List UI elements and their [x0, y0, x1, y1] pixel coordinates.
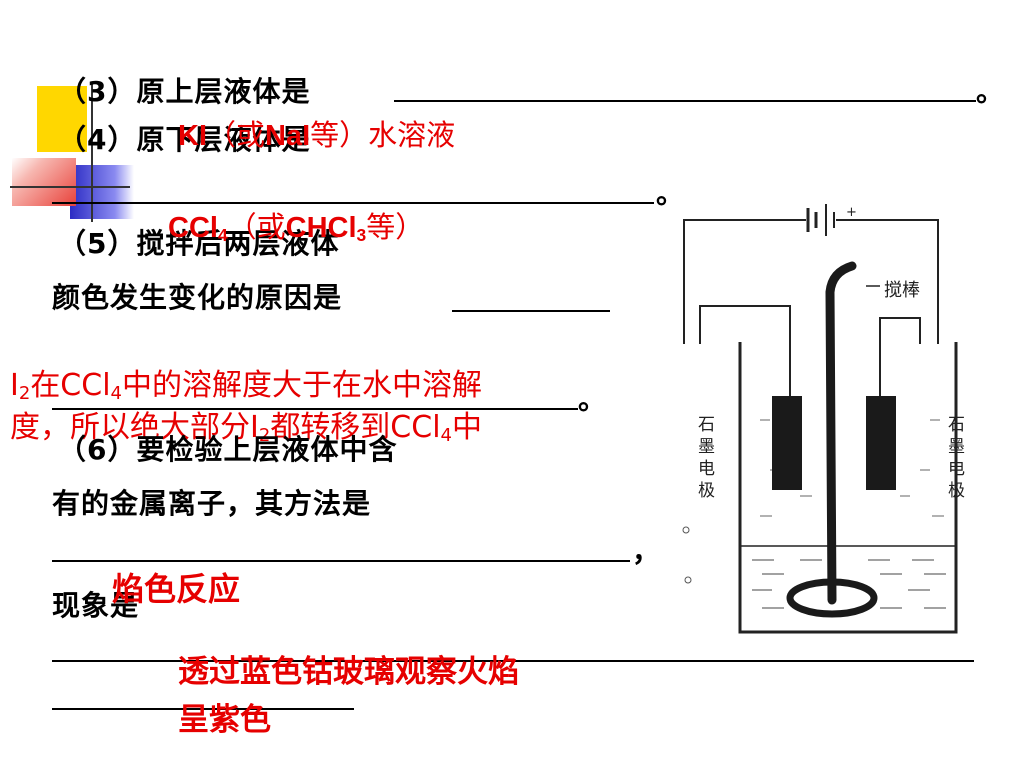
svg-text:电: 电 [948, 459, 965, 479]
q3-end: 。 [976, 75, 1006, 108]
answer-q5-line2: 度，所以绝大部分I2都转移到CCl4中 [10, 410, 482, 446]
left-graphite-electrode [772, 396, 802, 490]
left-electrode-label: 石 墨 电 极 [698, 415, 715, 501]
stirrer-rod [825, 261, 857, 605]
answer-q3: KI（或NaI等）水溶液 [178, 118, 456, 152]
q5-line2: 颜色发生变化的原因是 [52, 281, 343, 314]
answer-q6-method: 焰色反应 [112, 570, 241, 608]
q6-blank-method [52, 560, 630, 562]
q6-blank-phenomenon-2 [52, 708, 354, 710]
lead-right [879, 317, 921, 396]
right-graphite-electrode [866, 396, 896, 490]
decor-red-square [12, 158, 76, 206]
svg-text:极: 极 [698, 481, 715, 501]
q6-line2: 有的金属离子，其方法是 [52, 487, 372, 520]
battery-plus-label: + [846, 205, 857, 220]
svg-text:极: 极 [948, 481, 965, 501]
q5-blank-2 [52, 408, 578, 410]
q6-comma: ， [632, 535, 662, 568]
decor-vertical-line [91, 82, 93, 222]
q5-line1: （5）搅拌后两层液体 [58, 227, 340, 260]
svg-text:石: 石 [698, 415, 715, 435]
q3-text: （3）原上层液体是 [58, 75, 311, 108]
q4-text: （4）原下层液体是 [58, 123, 311, 156]
stir-rod-label: 搅棒 [884, 280, 920, 301]
q3-blank [394, 100, 976, 102]
q4-end: 。 [656, 177, 686, 210]
lead-left [699, 305, 791, 396]
answer-q6-phenomenon-line1: 透过蓝色钴玻璃观察火焰 [178, 654, 519, 690]
wire-right [836, 219, 939, 344]
q4-blank [52, 202, 654, 204]
q5-end: 。 [578, 383, 608, 416]
wire-left [683, 219, 806, 344]
beaker [738, 342, 958, 634]
svg-text:墨: 墨 [948, 437, 965, 457]
answer-q5-line1: I2在CCl4中的溶解度大于在水中溶解 [10, 368, 482, 404]
svg-text:电: 电 [698, 459, 715, 479]
answer-q4: CCl4（或CHCl3等） [168, 210, 425, 245]
decor-blue-square [70, 165, 134, 219]
decor-yellow-square [37, 86, 87, 152]
answer-q6-phenomenon-line2: 呈紫色 [178, 702, 271, 738]
decor-horizontal-line [10, 186, 130, 188]
lower-liquid-hatching [752, 559, 946, 609]
q6-line3: 现象是 [52, 589, 140, 622]
electrolysis-apparatus-diagram: + 搅棒 石 墨 电 极 石 墨 电 极 [682, 204, 965, 634]
q6-line1: （6）要检验上层液体中含 [58, 433, 398, 466]
right-electrode-label: 石 墨 电 极 [948, 415, 965, 501]
svg-text:墨: 墨 [698, 437, 715, 457]
svg-text:石: 石 [948, 415, 965, 435]
q5-blank-1 [452, 310, 610, 312]
q6-blank-phenomenon-1 [52, 660, 974, 662]
stirrer-loop [786, 578, 878, 618]
bubble-2 [684, 576, 692, 584]
bubble-1 [682, 526, 690, 534]
